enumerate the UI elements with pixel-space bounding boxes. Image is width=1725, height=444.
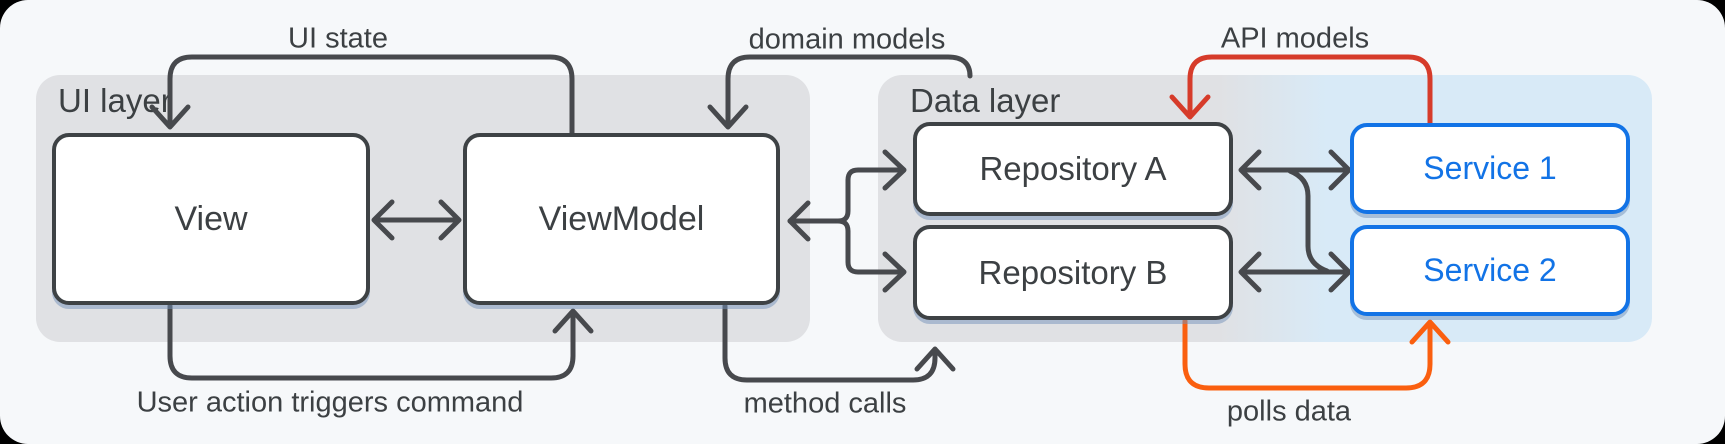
label-domain-models: domain models [748,23,946,56]
arrow-user-action [167,303,594,381]
connector-services [1287,168,1330,274]
box-repository-a: Repository A [913,122,1233,216]
box-service-1: Service 1 [1350,123,1630,214]
arrowhead-right-icon [1328,251,1352,293]
box-service-2: Service 2 [1350,225,1630,316]
arrow-ui-state [149,54,575,136]
box-viewmodel: ViewModel [463,133,780,305]
arrow-api-models [1169,54,1433,126]
dark-arrows [149,54,1352,383]
arrowhead-up-icon [914,346,956,372]
arrow-repo-b-service2 [1238,251,1352,293]
arrow-viewmodel-repositories [787,149,907,293]
data-layer-label: Data layer [910,82,1061,119]
label-user-action: User action triggers command [136,386,524,419]
arrowhead-down-icon [707,104,749,130]
label-polls-data: polls data [1226,395,1352,428]
label-method-calls: method calls [743,387,907,420]
label-api-models: API models [1220,22,1370,55]
arrow-domain-models [707,54,973,130]
arrowhead-up-icon [552,308,594,334]
arrow-repo-a-service1 [1238,149,1352,191]
arrowhead-down-icon [1169,94,1211,120]
arrowhead-right-icon [1328,149,1352,191]
arrowhead-left-icon [1238,149,1262,191]
arrow-polls-data [1182,318,1451,391]
arrowhead-right-icon [882,251,907,293]
arrowhead-right-icon [438,199,462,241]
arrow-view-viewmodel [371,199,462,241]
label-ui-state: UI state [288,22,388,55]
ui-layer-label: UI layer [58,82,172,119]
box-view: View [52,133,370,305]
box-repository-b: Repository B [913,225,1233,320]
arrowhead-left-icon [371,199,395,241]
arrowhead-down-icon [149,104,191,130]
arrowhead-left-icon [1238,251,1262,293]
arrowhead-up-icon [1409,319,1451,345]
arrowhead-left-icon [787,200,811,242]
arrow-method-calls [722,303,956,383]
arrowhead-right-icon [882,149,907,191]
